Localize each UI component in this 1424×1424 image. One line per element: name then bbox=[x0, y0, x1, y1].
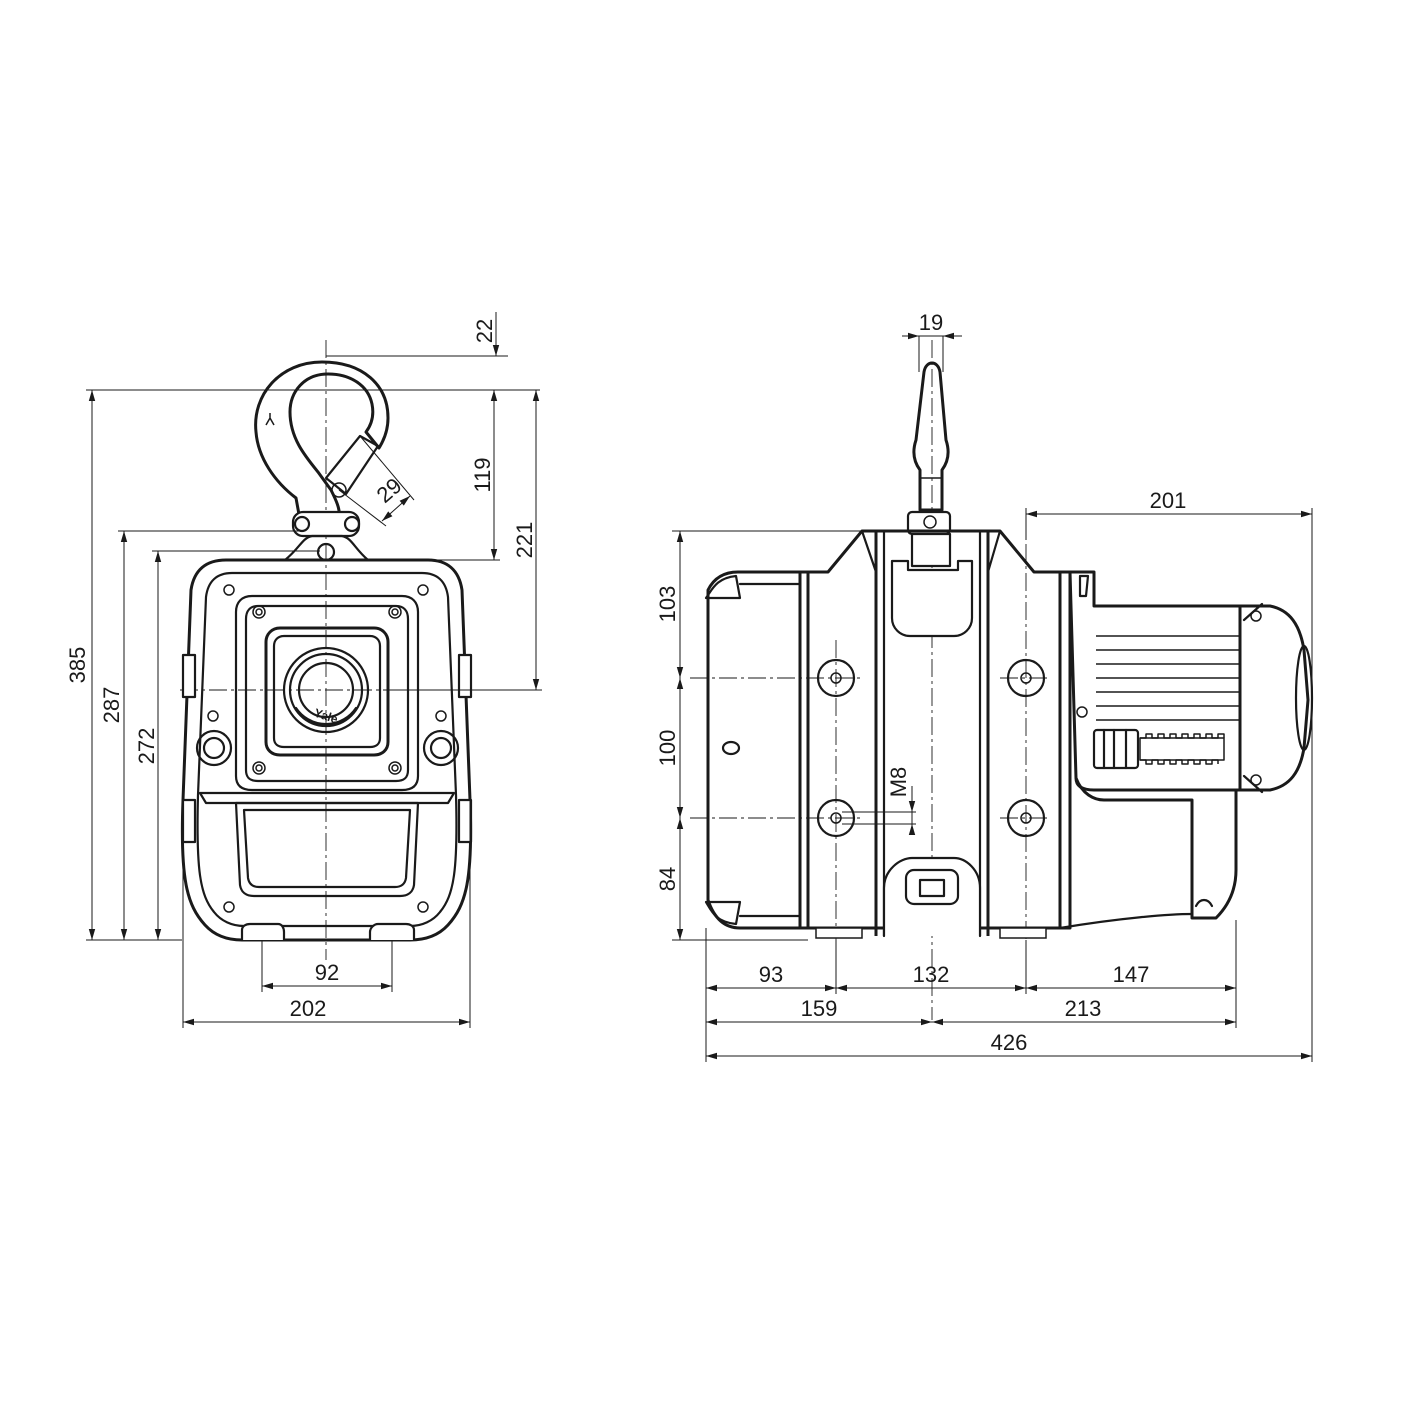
dim-overall-height: 385 bbox=[65, 647, 90, 684]
dim-hook-thickness: 19 bbox=[919, 310, 943, 335]
dim-eye-to-center: 221 bbox=[512, 522, 537, 559]
dim-hook-top: 22 bbox=[472, 319, 497, 343]
side-dimensions: 19 201 103 100 84 bbox=[655, 310, 1313, 1062]
motor bbox=[1058, 570, 1314, 930]
cooling-fins bbox=[1096, 635, 1240, 721]
dim-seg-left: 93 bbox=[759, 962, 783, 987]
dim-upper-height: 103 bbox=[655, 586, 680, 623]
front-body: Yale bbox=[180, 558, 473, 942]
dim-body-height: 272 bbox=[134, 728, 159, 765]
side-hook bbox=[906, 361, 952, 568]
front-dimensions: 22 385 287 272 119 bbox=[65, 312, 542, 1028]
dim-width: 202 bbox=[290, 996, 327, 1021]
dim-motor-length: 201 bbox=[1150, 488, 1187, 513]
dim-feet-spacing: 92 bbox=[315, 960, 339, 985]
dim-thread: M8 bbox=[886, 767, 911, 798]
screws bbox=[207, 584, 447, 913]
dim-overall-length: 426 bbox=[991, 1030, 1028, 1055]
dim-half-right: 213 bbox=[1065, 996, 1102, 1021]
side-view: 19 201 103 100 84 bbox=[655, 310, 1314, 1062]
dim-lower-height: 84 bbox=[655, 867, 680, 891]
mounting-holes bbox=[816, 658, 1046, 838]
dim-hole-spacing: 100 bbox=[655, 730, 680, 767]
front-view: Yale bbox=[65, 312, 542, 1028]
dim-hook-length: 119 bbox=[470, 457, 495, 492]
dim-half-left: 159 bbox=[801, 996, 838, 1021]
dim-seg-right: 147 bbox=[1113, 962, 1150, 987]
hook-drawing bbox=[254, 360, 390, 562]
dim-body-height-outer: 287 bbox=[99, 687, 124, 724]
side-body bbox=[704, 529, 1072, 939]
dim-seg-mid: 132 bbox=[913, 962, 950, 987]
